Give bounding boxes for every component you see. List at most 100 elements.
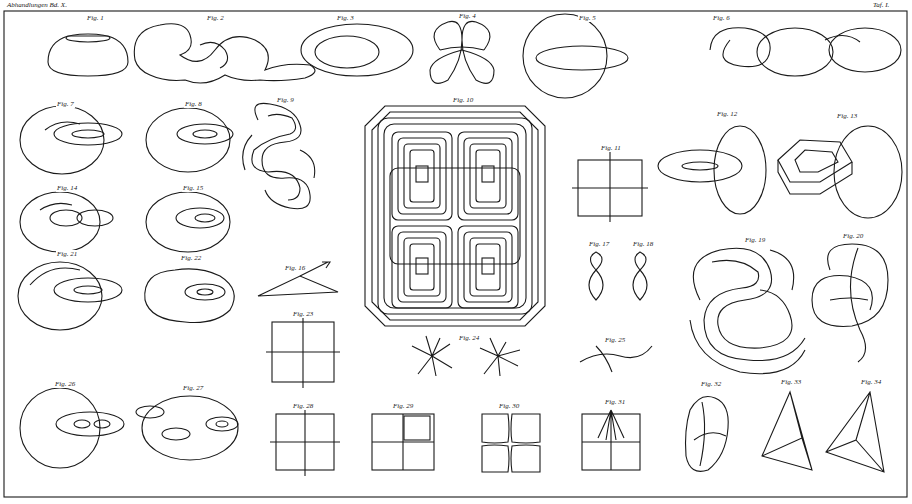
plate-line <box>243 135 315 178</box>
figure-number: Fig. 8 <box>184 100 203 108</box>
figure-number: Fig. 2 <box>206 14 225 22</box>
plate-line <box>830 248 868 362</box>
figure-31 <box>582 410 640 470</box>
plate-line <box>580 346 652 362</box>
plate-line <box>482 258 494 274</box>
plate-line <box>440 47 484 50</box>
plate-line <box>596 346 612 372</box>
plate-line <box>56 412 124 436</box>
plate-line <box>392 132 452 220</box>
plate-line <box>185 284 225 300</box>
plate-line <box>404 416 430 440</box>
figure-2 <box>134 24 315 83</box>
figure-15 <box>146 192 230 252</box>
figure-12 <box>658 126 766 214</box>
plate-line <box>523 14 607 98</box>
figure-10 <box>365 106 545 326</box>
plate-line <box>762 392 812 470</box>
figure-32 <box>686 397 729 472</box>
plate-line <box>197 289 213 295</box>
plate-line <box>74 420 90 428</box>
figure-number: Fig. 31 <box>604 398 626 406</box>
figure-28 <box>270 408 340 476</box>
figure-number: Fig. 22 <box>180 254 202 262</box>
figure-number: Fig. 3 <box>336 14 355 22</box>
plate-line <box>572 152 648 222</box>
figure-number: Fig. 23 <box>292 310 314 318</box>
plate-line <box>404 238 440 296</box>
plate-line <box>480 338 520 376</box>
figure-number: Fig. 6 <box>712 14 731 22</box>
figure-number: Fig. 17 <box>588 240 610 248</box>
plate-line <box>206 417 238 431</box>
plate-line <box>686 397 729 472</box>
plate-line <box>410 244 434 290</box>
figure-number: Fig. 34 <box>860 378 882 386</box>
plate-line <box>633 252 647 300</box>
figure-number: Fig. 26 <box>54 380 76 388</box>
figure-7 <box>20 106 122 174</box>
plate-line <box>694 402 726 466</box>
plate-line <box>146 192 230 252</box>
plate-line <box>20 388 100 468</box>
plate-line <box>315 36 379 68</box>
figure-9 <box>243 103 315 208</box>
plate-header: Abhandlungen Bd. X. <box>6 1 68 9</box>
plate-line <box>825 35 860 42</box>
figure-24 <box>412 336 520 376</box>
figure-number: Fig. 33 <box>780 378 802 386</box>
plate-line <box>384 124 526 308</box>
figure-14 <box>20 192 113 252</box>
figure-number: Fig. 27 <box>182 384 204 392</box>
plate-line <box>826 392 884 472</box>
plate-line <box>398 138 446 214</box>
plate-line <box>412 336 452 376</box>
plate-line <box>193 130 217 138</box>
figure-29 <box>372 414 434 470</box>
plate-line <box>372 112 538 320</box>
plate-line <box>176 208 224 228</box>
plate-line <box>200 42 228 68</box>
figure-number: Fig. 12 <box>716 110 738 118</box>
figure-number: Fig. 9 <box>276 96 295 104</box>
plate-line <box>714 126 766 214</box>
plate-line <box>255 103 310 208</box>
plate-line <box>77 210 113 226</box>
plate-line <box>136 406 164 418</box>
figure-number: Fig. 32 <box>700 380 722 388</box>
figure-23 <box>266 316 340 388</box>
figure-number: Fig. 21 <box>56 250 78 258</box>
plate-line <box>757 28 833 76</box>
plate-line <box>216 421 228 427</box>
plate-line <box>142 396 238 460</box>
figure-11 <box>572 152 648 222</box>
plate-line <box>829 28 901 72</box>
plate-line <box>177 124 233 144</box>
plate-line <box>392 226 452 308</box>
plate-line <box>476 150 500 202</box>
plate-line <box>146 108 230 172</box>
figure-number: Fig. 18 <box>632 240 654 248</box>
plate-line <box>464 232 512 302</box>
figure-number: Fig. 16 <box>284 264 306 272</box>
plate-line <box>416 258 428 274</box>
figure-number: Fig. 4 <box>458 12 477 20</box>
plate-line <box>404 144 440 208</box>
plate-line <box>690 250 805 374</box>
plate-line <box>470 238 506 296</box>
plate-line <box>372 414 434 470</box>
figure-20 <box>812 244 888 362</box>
figure-1 <box>48 34 128 76</box>
figure-33 <box>762 392 812 470</box>
figure-30 <box>482 414 540 472</box>
figure-number: Fig. 29 <box>392 402 414 410</box>
plate-line <box>430 21 494 83</box>
plate-line <box>18 262 102 330</box>
plate-line <box>66 34 110 42</box>
plate-line <box>682 162 718 170</box>
plate-line <box>410 150 434 202</box>
plate-line <box>195 214 215 222</box>
plate-line <box>20 106 104 174</box>
plate-line <box>482 166 494 182</box>
plate-line <box>778 160 852 194</box>
